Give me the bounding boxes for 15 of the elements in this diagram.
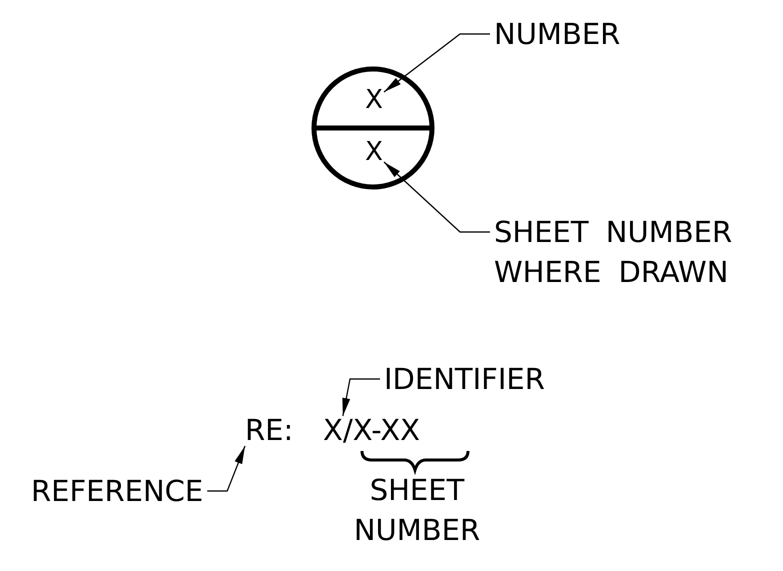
leader-line [342,378,380,416]
section-circle [311,66,435,190]
leader-line [207,446,246,492]
reference-text: RE: [245,410,294,450]
reference-text: /X-XX [343,412,420,449]
number-text: X [364,86,384,114]
sheet-number-text: X [364,138,384,166]
callout-text: IDENTIFIER [384,359,545,399]
callout-text: REFERENCE [31,471,204,511]
note-text: SHEET NUMBER [352,472,482,549]
callout-text: NUMBER [494,14,620,54]
leader-line [384,162,490,233]
callout-text: SHEET NUMBER WHERE DRAWN [494,212,764,292]
identifier-text: X [323,410,343,450]
leader-line [384,33,490,92]
